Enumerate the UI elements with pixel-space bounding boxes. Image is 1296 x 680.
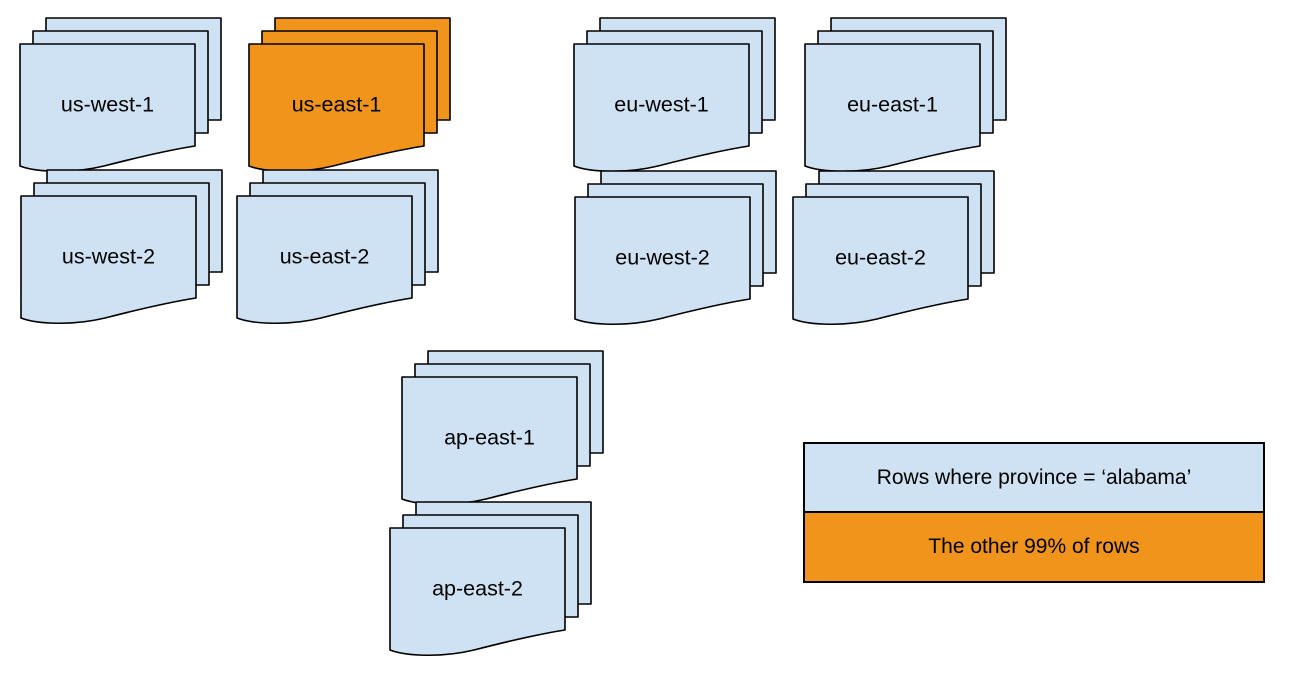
document-page-front	[573, 43, 750, 173]
document-page-front	[792, 196, 969, 326]
document-stack-graphic: ap-east-2	[389, 501, 592, 657]
region-label: eu-east-2	[835, 246, 926, 270]
document-stack-graphic: us-east-1	[248, 17, 451, 173]
document-stack-graphic: us-west-2	[20, 169, 223, 325]
region-doc-stack-ap-east-1: ap-east-1	[401, 350, 605, 508]
legend: Rows where province = ‘alabama’ The othe…	[803, 442, 1265, 583]
region-doc-stack-eu-west-2: eu-west-2	[574, 170, 778, 328]
region-doc-stack-eu-east-1: eu-east-1	[804, 17, 1008, 175]
region-doc-stack-us-east-1: us-east-1	[248, 17, 452, 175]
document-page-front	[20, 195, 197, 325]
document-stack-graphic: eu-east-2	[792, 170, 995, 326]
document-page-front	[389, 527, 566, 657]
document-stack-graphic: eu-west-2	[574, 170, 777, 326]
region-label: us-east-2	[280, 245, 370, 269]
document-page-front	[804, 43, 981, 173]
document-stack-graphic: eu-west-1	[573, 17, 776, 173]
document-stack-graphic: ap-east-1	[401, 350, 604, 506]
region-doc-stack-eu-west-1: eu-west-1	[573, 17, 777, 175]
document-stack-graphic: us-west-1	[19, 17, 222, 173]
region-label: eu-west-2	[615, 246, 709, 270]
region-label: us-west-2	[62, 245, 155, 269]
document-page-front	[574, 196, 751, 326]
legend-row-other: The other 99% of rows	[805, 511, 1263, 581]
region-label: ap-east-1	[444, 426, 535, 450]
document-stack-graphic: eu-east-1	[804, 17, 1007, 173]
region-doc-stack-ap-east-2: ap-east-2	[389, 501, 593, 659]
document-stack-graphic: us-east-2	[236, 169, 439, 325]
region-label: us-east-1	[292, 93, 382, 117]
region-label: us-west-1	[61, 93, 154, 117]
legend-row-alabama: Rows where province = ‘alabama’	[805, 444, 1263, 511]
legend-label-alabama: Rows where province = ‘alabama’	[876, 465, 1192, 489]
document-page-front	[236, 195, 413, 325]
region-label: eu-west-1	[614, 93, 708, 117]
document-page-front	[19, 43, 196, 173]
legend-label-other: The other 99% of rows	[928, 535, 1140, 558]
region-label: ap-east-2	[432, 577, 523, 601]
region-doc-stack-us-west-1: us-west-1	[19, 17, 223, 175]
region-doc-stack-us-west-2: us-west-2	[20, 169, 224, 327]
region-doc-stack-eu-east-2: eu-east-2	[792, 170, 996, 328]
region-label: eu-east-1	[847, 93, 938, 117]
region-doc-stack-us-east-2: us-east-2	[236, 169, 440, 327]
